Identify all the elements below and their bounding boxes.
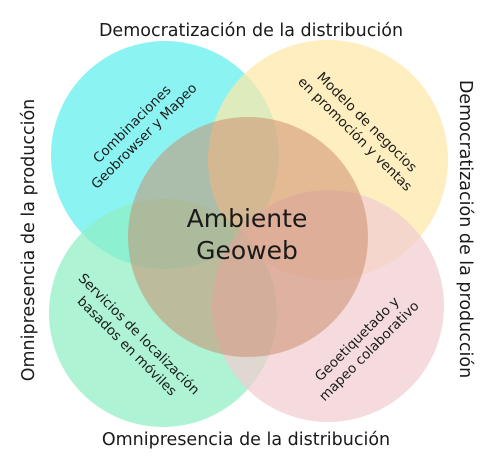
label-left: Omnipresencia de la producción: [19, 99, 39, 382]
center-title-line-1: Ambiente: [187, 204, 308, 233]
label-bottom: Omnipresencia de la distribución: [102, 430, 390, 450]
label-top: Democratización de la distribución: [99, 21, 403, 41]
circle-center: [128, 117, 368, 357]
center-title-line-2: Geoweb: [196, 236, 298, 265]
label-right: Democratización de la producción: [455, 80, 475, 378]
